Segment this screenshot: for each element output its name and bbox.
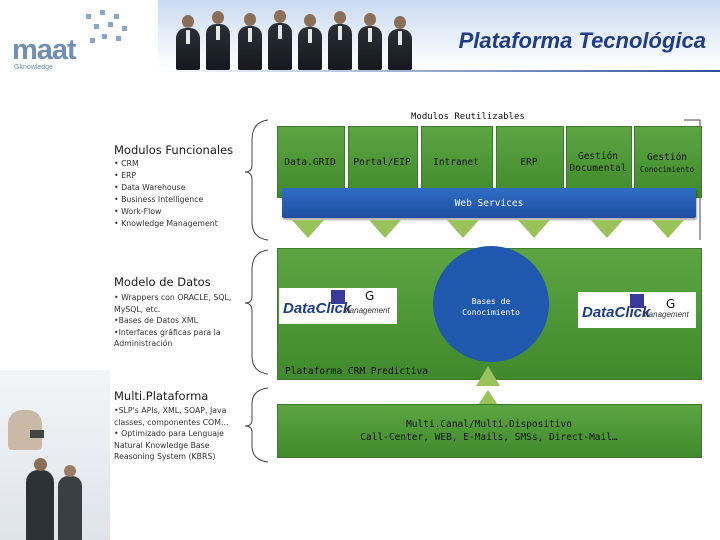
header-banner bbox=[158, 0, 720, 70]
module-label: Gestión bbox=[646, 152, 688, 163]
multicanal-box bbox=[277, 404, 702, 458]
module-erp-box bbox=[496, 126, 564, 198]
up-arrow-icon bbox=[476, 366, 500, 386]
g-mark: G bbox=[666, 297, 676, 311]
person-figure bbox=[268, 10, 292, 70]
text-line: •Interfaces gráficas para la bbox=[114, 327, 221, 337]
side-photo bbox=[0, 370, 110, 540]
text-line: Administración bbox=[114, 339, 173, 348]
multiplatform-title: Multi.Plataforma bbox=[114, 389, 209, 403]
kb-line: Bases de bbox=[471, 297, 511, 306]
module-label: Documental bbox=[569, 163, 627, 174]
module-gestion-documental-box bbox=[566, 126, 632, 198]
dataclick-square bbox=[331, 290, 345, 304]
text-line: •SLP's APIs, XML, SOAP, Java bbox=[114, 406, 227, 415]
functional-modules-title: Modulos Funcionales bbox=[114, 143, 234, 157]
down-arrow-icon bbox=[447, 220, 479, 238]
down-arrow-icon bbox=[369, 220, 401, 238]
reusable-modules-title: Modulos Reutilizables bbox=[411, 112, 525, 122]
multicanal-label: Multi.Canal/Multi.Dispositivo Call-Cente… bbox=[282, 418, 696, 444]
crm-platform-label: Plataforma CRM Predictiva bbox=[285, 366, 428, 377]
logo-text: maat bbox=[12, 34, 77, 66]
person-figure bbox=[238, 13, 262, 70]
dataclick-main: DataClick bbox=[582, 304, 651, 321]
person-figure bbox=[176, 15, 200, 70]
text-line: • Wrappers con ORACLE, SQL, bbox=[114, 293, 232, 302]
text-line: •Bases de Datos XML bbox=[114, 316, 198, 325]
person-figure bbox=[298, 14, 322, 70]
data-model-text: • Wrappers con ORACLE, SQL, MySQL, etc. … bbox=[114, 292, 246, 350]
module-label: ERP bbox=[520, 157, 538, 168]
module-intranet-box bbox=[421, 126, 493, 198]
person-head bbox=[34, 458, 47, 471]
down-arrow-icon bbox=[518, 220, 550, 238]
list-item: • Work-Flow bbox=[114, 207, 162, 216]
person-figure bbox=[358, 13, 382, 70]
text-line: MySQL, etc. bbox=[114, 304, 161, 314]
functional-modules-list: • CRM • ERP • Data Warehouse • Business … bbox=[114, 158, 218, 230]
down-arrow-icon bbox=[292, 220, 324, 238]
text-line: • Optimizado para Lenguaje bbox=[114, 429, 224, 438]
text-line: Natural Knowledge Base bbox=[114, 440, 210, 450]
logo bbox=[8, 8, 148, 78]
dataclick-sub: Management bbox=[343, 306, 390, 315]
dataclick-main: DataClick bbox=[283, 300, 352, 317]
module-portal-box bbox=[348, 126, 418, 198]
dataclick-logo: DataClick Management G bbox=[578, 292, 696, 328]
person-figure bbox=[328, 11, 352, 70]
down-arrow-icon bbox=[591, 220, 623, 238]
module-label: Gestión bbox=[577, 151, 619, 162]
person-figure bbox=[206, 11, 230, 70]
module-label: Conocimiento bbox=[639, 165, 695, 174]
data-model-title: Modelo de Datos bbox=[114, 275, 211, 289]
multicanal-line: Call-Center, WEB, E-Mails, SMSs, Direct-… bbox=[360, 432, 618, 443]
multiplatform-text: •SLP's APIs, XML, SOAP, Java classes, co… bbox=[114, 405, 248, 463]
list-item: • Business Intelligence bbox=[114, 195, 204, 204]
list-item: • Knowledge Management bbox=[114, 219, 218, 228]
multicanal-line: Multi.Canal/Multi.Dispositivo bbox=[406, 419, 572, 430]
dataclick-square bbox=[630, 294, 644, 308]
up-arrow-icon bbox=[476, 390, 500, 408]
module-label: Intranet bbox=[433, 157, 479, 168]
knowledge-base-label: Bases de Conocimiento bbox=[433, 296, 549, 318]
down-arrow-icon bbox=[652, 220, 684, 238]
web-services-bar bbox=[282, 188, 696, 218]
text-line: Reasoning System (KBRS) bbox=[114, 452, 216, 461]
knowledge-base-circle bbox=[433, 246, 549, 362]
list-item: • Data Warehouse bbox=[114, 183, 186, 192]
module-label: Portal/EIP bbox=[353, 157, 411, 168]
person-head bbox=[64, 465, 76, 477]
person-figure bbox=[26, 470, 54, 540]
phone-icon bbox=[30, 430, 44, 438]
person-figure bbox=[58, 476, 82, 540]
header-rule bbox=[158, 70, 720, 72]
module-label: Data.GRID bbox=[284, 157, 336, 168]
g-mark: G bbox=[365, 289, 375, 303]
kb-line: Conocimiento bbox=[462, 308, 520, 317]
module-datagrid-box bbox=[277, 126, 345, 198]
module-gestion-conocimiento-box bbox=[634, 126, 702, 198]
logo-subtitle: Gknowledge bbox=[14, 64, 53, 71]
web-services-label: Web Services bbox=[454, 198, 524, 209]
text-line: classes, componentes COM… bbox=[114, 417, 229, 427]
dataclick-sub: Management bbox=[642, 310, 689, 319]
list-item: • CRM bbox=[114, 159, 139, 168]
person-figure bbox=[388, 16, 412, 70]
dataclick-logo: DataClick Management G bbox=[279, 288, 397, 324]
list-item: • ERP bbox=[114, 171, 137, 180]
page-title: Plataforma Tecnológica bbox=[458, 28, 706, 53]
